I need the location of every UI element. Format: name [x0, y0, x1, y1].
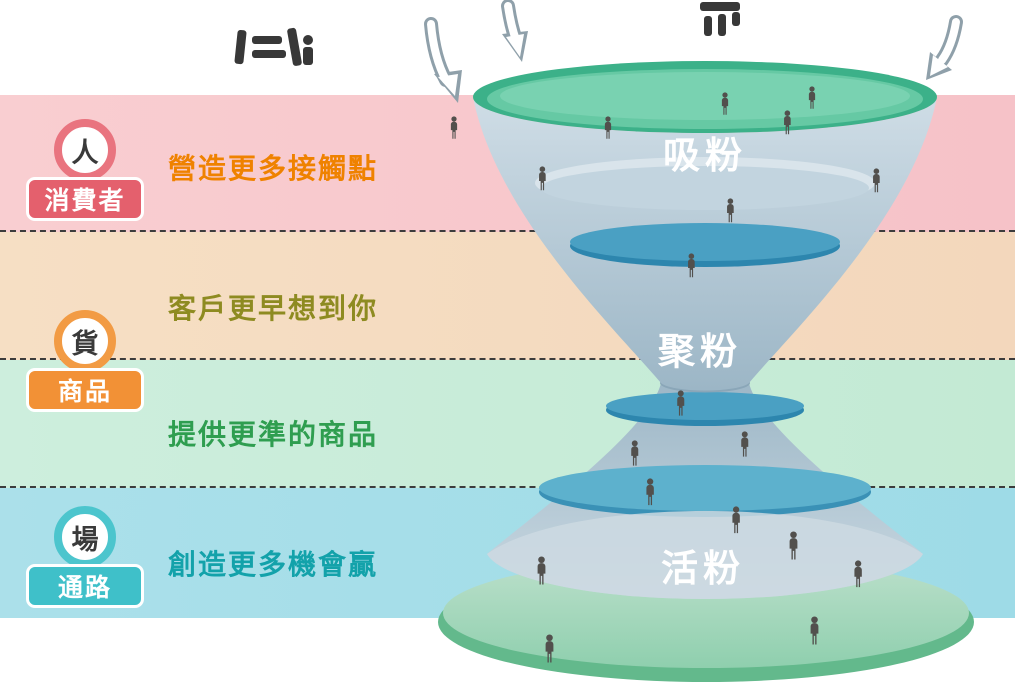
- stage-label-gather: 聚粉: [657, 331, 742, 372]
- badge-goods-char: 貨: [71, 328, 99, 359]
- badge-goods: 貨 商品: [26, 310, 144, 420]
- arrow-center-icon: [501, 0, 528, 62]
- badge-consumer-char: 人: [71, 137, 99, 168]
- badge-goods-label: 商品: [26, 368, 144, 412]
- arrow-right-icon: [926, 15, 963, 80]
- badge-consumer-circle: 人: [54, 119, 116, 181]
- funnel-upper-cone: [473, 97, 937, 391]
- stage-label-attract: 吸粉: [663, 135, 747, 176]
- band-product: [0, 360, 1015, 488]
- inflow-arrows: [424, 0, 963, 103]
- badge-consumer-label: 消費者: [26, 177, 144, 221]
- cropped-decoration-top-icon: [700, 2, 740, 36]
- row-text-better-products: 提供更準的商品: [168, 419, 379, 450]
- stage-label-activate: 活粉: [661, 548, 745, 589]
- badge-consumer: 人 消費者: [26, 119, 144, 229]
- badge-channel-circle: 場: [54, 506, 116, 568]
- row-text-touchpoints: 營造更多接觸點: [168, 153, 379, 184]
- funnel-lower-cone: [487, 375, 923, 600]
- cropped-decoration-left-icon: [234, 27, 313, 66]
- badge-goods-circle: 貨: [54, 310, 116, 372]
- row-text-more-chances: 創造更多機會贏: [168, 549, 379, 580]
- badge-channel: 場 通路: [26, 506, 144, 616]
- badge-channel-label: 通路: [26, 564, 144, 608]
- arrow-left-icon: [424, 17, 462, 103]
- row-text-top-of-mind: 客戶更早想到你: [168, 293, 379, 324]
- badge-channel-char: 場: [71, 524, 99, 555]
- funnel-top-opening: [473, 61, 937, 133]
